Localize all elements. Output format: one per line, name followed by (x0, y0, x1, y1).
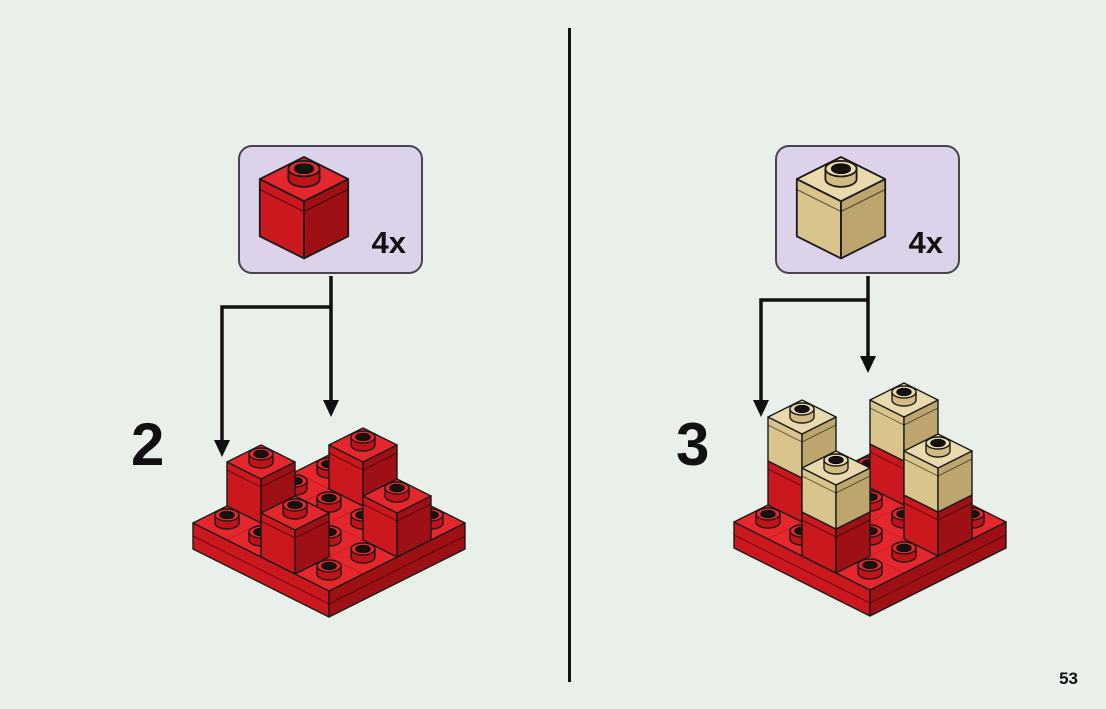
step-3-assembly (733, 376, 1007, 617)
red-brick-part-image (256, 155, 352, 263)
parts-callout-box: 4x (238, 145, 423, 274)
placement-arrows (214, 276, 339, 457)
step-2-assembly (192, 421, 466, 618)
panel-divider (568, 28, 571, 682)
step-3-panel: 3 4x (571, 0, 1106, 709)
quantity-label: 4x (908, 225, 943, 260)
quantity-label: 4x (371, 225, 406, 260)
tan-brick-part-image (793, 155, 889, 263)
step-number: 3 (676, 411, 710, 478)
step-number: 2 (131, 411, 165, 478)
page-number: 53 (1059, 669, 1078, 688)
parts-callout-box: 4x (775, 145, 960, 274)
placement-arrows (753, 276, 876, 417)
step-2-panel: 2 4x (131, 145, 466, 618)
